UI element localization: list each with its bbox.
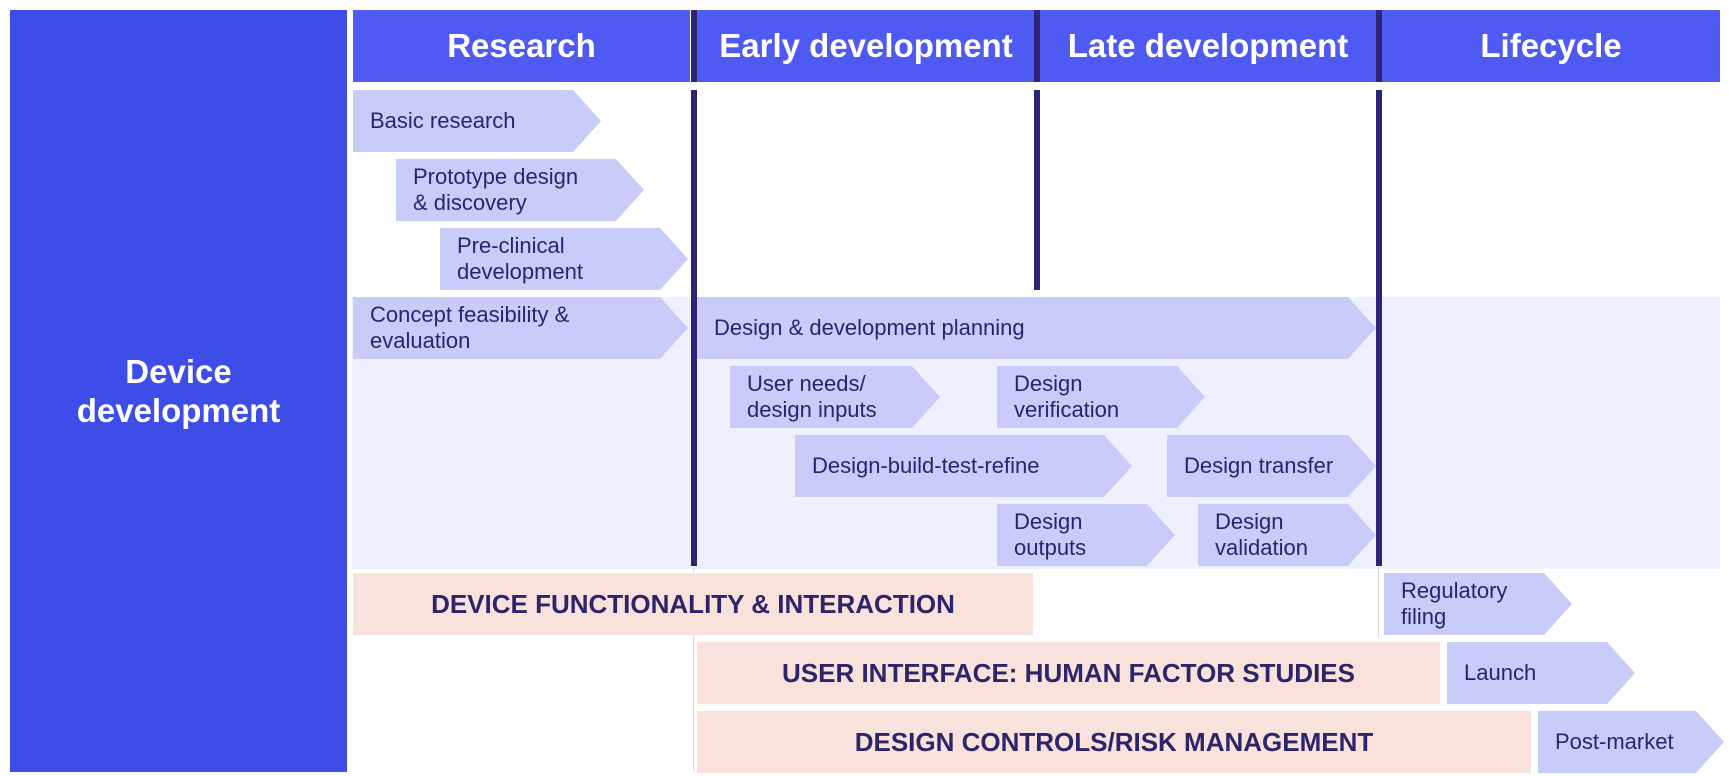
bar-design-controls: DESIGN CONTROLS/RISK MANAGEMENT <box>697 711 1531 773</box>
phase-header-early-development: Early development <box>697 10 1035 82</box>
stage-design-transfer: Design transfer <box>1167 435 1376 497</box>
stage-concept-feasibility: Concept feasibility & evaluation <box>353 297 688 359</box>
phase-divider <box>1376 90 1382 566</box>
phase-header-late-development: Late development <box>1040 10 1376 82</box>
stage-post-market: Post-market <box>1538 711 1724 773</box>
stage-design-validation: Design validation <box>1198 504 1376 566</box>
stage-design-verification: Design verification <box>997 366 1205 428</box>
stage-pre-clinical-development: Pre-clinical development <box>440 228 688 290</box>
header-divider <box>691 10 697 82</box>
sidebar-label: Device development <box>10 10 347 772</box>
phase-header-lifecycle: Lifecycle <box>1382 10 1720 82</box>
stage-design-development-planning: Design & development planning <box>697 297 1376 359</box>
stage-launch: Launch <box>1447 642 1635 704</box>
stage-regulatory-filing: Regulatory filing <box>1384 573 1572 635</box>
stage-user-needs: User needs/ design inputs <box>730 366 940 428</box>
phase-divider <box>691 90 697 566</box>
phase-guide-line <box>693 566 694 772</box>
bar-user-interface: USER INTERFACE: HUMAN FACTOR STUDIES <box>697 642 1440 704</box>
stage-design-build-test-refine: Design-build-test-refine <box>795 435 1132 497</box>
stage-design-outputs: Design outputs <box>997 504 1175 566</box>
bar-device-functionality: DEVICE FUNCTIONALITY & INTERACTION <box>353 573 1033 635</box>
header-divider <box>1376 10 1382 82</box>
header-divider <box>1034 10 1040 82</box>
stage-prototype-design: Prototype design & discovery <box>396 159 644 221</box>
phase-divider <box>1034 90 1040 290</box>
stage-basic-research: Basic research <box>353 90 601 152</box>
phase-guide-line <box>1378 566 1379 638</box>
phase-header-research: Research <box>353 10 690 82</box>
